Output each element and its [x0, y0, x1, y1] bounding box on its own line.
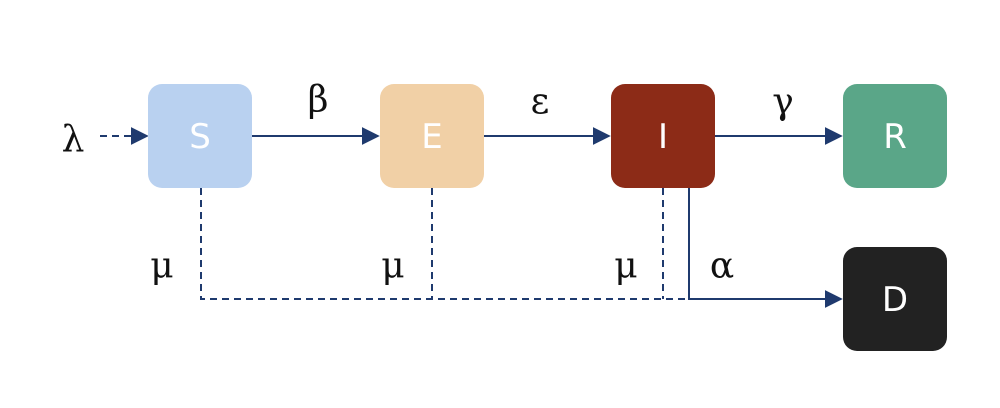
node-e-label: E: [421, 117, 442, 157]
rate-mu-e-label: μ: [381, 246, 404, 287]
rate-mu-i-label: μ: [614, 246, 637, 287]
node-d-label: D: [882, 280, 908, 320]
node-d: D: [843, 247, 947, 351]
node-d-box: [843, 247, 947, 351]
node-s-box: [148, 84, 252, 188]
rate-beta-label: β: [308, 80, 329, 121]
node-i-box: [611, 84, 715, 188]
node-r-box: [843, 84, 947, 188]
rate-mu-s-label: μ: [150, 246, 173, 287]
node-s-label: S: [189, 117, 211, 157]
rate-gamma-label: γ: [772, 82, 794, 123]
node-r-label: R: [883, 117, 907, 157]
rate-epsilon-label: ε: [531, 82, 550, 123]
node-r: R: [843, 84, 947, 188]
rate-alpha-label: α: [710, 246, 734, 287]
node-e: E: [380, 84, 484, 188]
node-e-box: [380, 84, 484, 188]
node-i-label: I: [658, 117, 668, 157]
edge-s-natural-death: [200, 188, 690, 300]
node-s: S: [148, 84, 252, 188]
rate-lambda-label: λ: [62, 120, 85, 161]
edge-i-disease-death: [688, 188, 843, 308]
node-i: I: [611, 84, 715, 188]
